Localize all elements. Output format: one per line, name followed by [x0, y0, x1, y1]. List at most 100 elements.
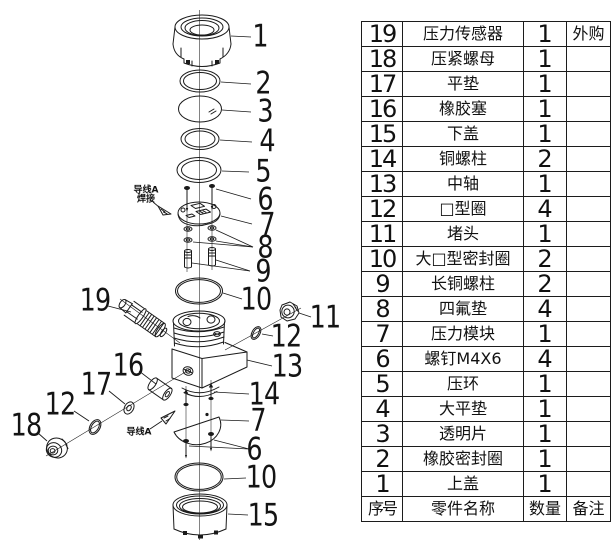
- cell-part-name: □型圈: [402, 196, 524, 222]
- cell-quantity: 4: [523, 296, 567, 322]
- cell-index: 15: [361, 121, 403, 147]
- part-5-press-ring: [176, 157, 222, 183]
- part-17-flat-washer: [123, 401, 135, 415]
- cell-index: 18: [361, 46, 403, 72]
- cell-notes: [566, 321, 611, 347]
- exploded-view-drawing: [37, 10, 312, 540]
- cell-quantity: 1: [523, 396, 567, 422]
- cell-quantity: 4: [523, 196, 567, 222]
- cell-part-name: 大□型密封圈: [402, 246, 524, 272]
- cell-part-name: 平垫: [402, 71, 524, 97]
- part-16-rubber-plug: [147, 377, 173, 401]
- cell-index: 5: [361, 371, 403, 397]
- header-quantity: 数量: [523, 496, 567, 522]
- header-part-name: 零件名称: [402, 496, 524, 522]
- part-14-copper-studs: [183, 383, 214, 407]
- cell-notes: [566, 146, 611, 172]
- cell-quantity: 2: [523, 246, 567, 272]
- header-notes: 备注: [566, 496, 611, 522]
- part-19-pressure-sensor: [118, 298, 168, 338]
- cell-quantity: 1: [523, 96, 567, 122]
- part-7-pressure-module-bottom: [173, 412, 222, 446]
- cell-part-name: 螺钉M4X6: [402, 346, 524, 372]
- cell-quantity: 2: [523, 146, 567, 172]
- cell-part-name: 压力模块: [402, 321, 524, 347]
- cell-index: 9: [361, 271, 403, 297]
- part-2-rubber-seal-ring: [179, 69, 221, 93]
- cell-part-name: 四氟垫: [402, 296, 524, 322]
- part-10-seal-ring-bottom: [174, 462, 224, 492]
- cell-part-name: 中轴: [402, 171, 524, 197]
- cell-quantity: 1: [523, 471, 567, 497]
- cell-part-name: 堵头: [402, 221, 524, 247]
- cell-quantity: 1: [523, 321, 567, 347]
- cell-index: 13: [361, 171, 403, 197]
- part-4-large-flat-washer: [180, 128, 220, 150]
- part-10-seal-ring-top: [175, 277, 223, 305]
- cell-part-name: 长铜螺柱: [402, 271, 524, 297]
- cell-notes: [566, 371, 611, 397]
- part-8-ptfe-washers: [183, 225, 217, 243]
- cell-notes: [566, 221, 611, 247]
- axis-lines: [45, 10, 302, 540]
- cell-part-name: 橡胶密封圈: [402, 446, 524, 472]
- cell-index: 6: [361, 346, 403, 372]
- cell-index: 17: [361, 71, 403, 97]
- cell-quantity: 4: [523, 346, 567, 372]
- part-6-screws-top: [184, 184, 215, 212]
- cell-index: 3: [361, 421, 403, 447]
- cell-notes: [566, 346, 611, 372]
- cell-notes: [566, 121, 611, 147]
- table-header-row: 序号零件名称数量备注: [361, 496, 611, 522]
- cell-notes: [566, 46, 611, 72]
- cell-notes: [566, 446, 611, 472]
- cell-quantity: 1: [523, 421, 567, 447]
- cell-index: 19: [361, 21, 403, 47]
- part-6-screws-bottom: [183, 432, 214, 459]
- cell-quantity: 1: [523, 171, 567, 197]
- cell-notes: [566, 246, 611, 272]
- cell-quantity: 1: [523, 371, 567, 397]
- part-3-transparent-disc: [178, 95, 222, 123]
- cell-notes: [566, 271, 611, 297]
- part-1-top-cover: [172, 14, 232, 67]
- cell-notes: [566, 471, 611, 497]
- cell-quantity: 1: [523, 71, 567, 97]
- cell-index: 16: [361, 96, 403, 122]
- part-12-o-ring-left: [88, 419, 102, 435]
- cell-notes: [566, 196, 611, 222]
- cell-part-name: 压紧螺母: [402, 46, 524, 72]
- part-15-bottom-cover: [172, 493, 228, 539]
- part-11-plug: [279, 301, 300, 322]
- cell-index: 7: [361, 321, 403, 347]
- cell-part-name: 压环: [402, 371, 524, 397]
- cell-part-name: 下盖: [402, 121, 524, 147]
- header-index: 序号: [361, 496, 403, 522]
- cell-index: 1: [361, 471, 403, 497]
- cell-quantity: 1: [523, 446, 567, 472]
- cell-notes: [566, 96, 611, 122]
- cell-index: 12: [361, 196, 403, 222]
- cell-index: 8: [361, 296, 403, 322]
- cell-part-name: 橡胶塞: [402, 96, 524, 122]
- part-12-o-ring-right: [250, 326, 262, 340]
- part-7-pressure-module-top: [177, 201, 221, 227]
- part-13-center-shaft-body: [171, 310, 248, 397]
- part-9-long-copper-studs: [184, 247, 216, 269]
